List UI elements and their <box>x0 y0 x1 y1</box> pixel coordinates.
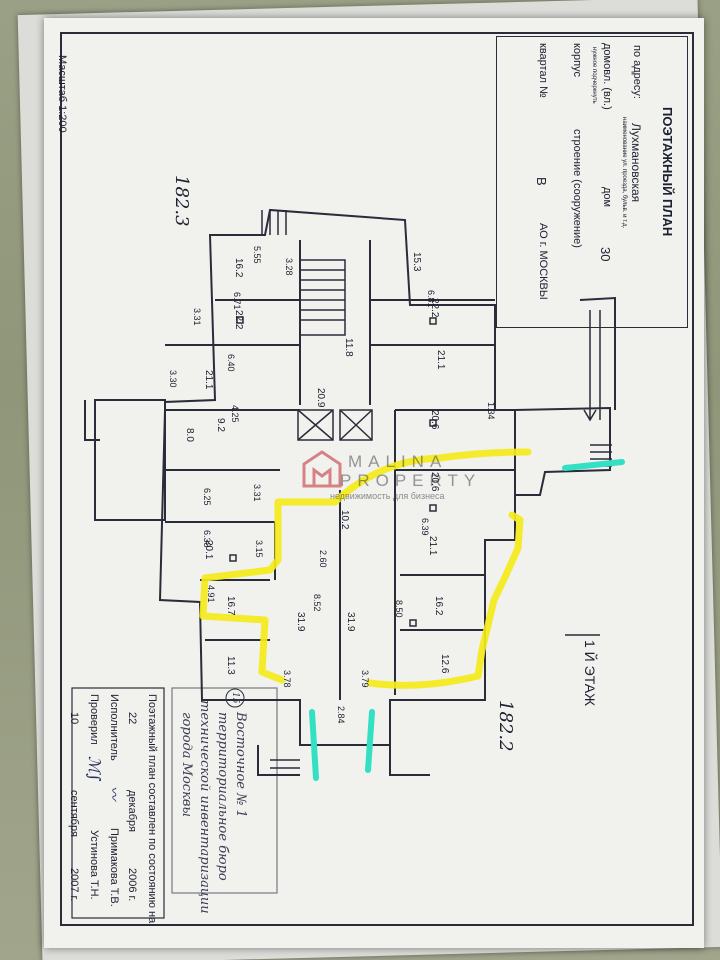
room-label: 9.2 <box>215 418 226 432</box>
check-name: Устинова Т.Н. <box>88 830 100 900</box>
dim-label: 3.28 <box>284 258 294 276</box>
room-label: 20.6 <box>429 410 440 430</box>
exec-name: Примакова Т.В. <box>108 828 120 907</box>
exec-label: Исполнитель <box>108 694 120 761</box>
stamp-line: территориальное бюро <box>215 712 230 881</box>
signoff-year1: 2006 г. <box>126 868 138 902</box>
exec-signature: 〰 <box>105 786 121 800</box>
entrance-marker-left <box>309 709 319 781</box>
signoff-day1: 22 <box>126 712 138 725</box>
room-label: 16.2 <box>433 596 444 616</box>
paper-sheet <box>44 18 704 948</box>
dim-label: 6.39 <box>420 518 430 536</box>
entrance-marker-mid <box>365 709 375 773</box>
room-label: 15.3 <box>411 252 422 272</box>
dim-label: 6.38 <box>202 530 212 548</box>
room-label: 21.1 <box>435 350 446 370</box>
room-label: 8.0 <box>184 428 195 442</box>
dim-label: 8.52 <box>312 594 322 612</box>
check-signature: ℳ∫ <box>85 756 104 782</box>
room-label: 21.1 <box>427 536 438 556</box>
check-label: Проверил <box>88 694 100 745</box>
dim-label: 5.55 <box>252 246 262 264</box>
page-border <box>60 32 694 926</box>
room-label: 21.1 <box>203 370 214 390</box>
floor-label: 1 Й ЭТАЖ <box>582 640 598 707</box>
dim-label: 8.50 <box>394 600 404 618</box>
dim-label: 3.31 <box>192 308 202 326</box>
room-label: 16.2 <box>233 258 244 278</box>
signoff-year2: 2007 г. <box>68 868 80 902</box>
watermark-tagline: недвижимость для бизнеса <box>330 491 445 501</box>
room-label: 10.2 <box>339 510 350 530</box>
watermark-logo <box>300 450 344 490</box>
signoff-title: Поэтажный план составлен по состоянию на <box>146 694 158 924</box>
entrance-marker-right <box>562 459 625 471</box>
dim-label: 6.40 <box>226 354 236 372</box>
title-block: ПОЭТАЖНЫЙ ПЛАН по адресу: Лухмановская н… <box>496 36 688 328</box>
dim-label: 3.15 <box>254 540 264 558</box>
dim-label: 3.79 <box>360 670 370 688</box>
room-label: 11.3 <box>225 656 236 675</box>
stamp-line: города Москвы <box>179 712 194 818</box>
dim-label: 6.25 <box>202 488 212 506</box>
handwritten-bottom: 182.2 <box>495 700 516 752</box>
dim-label: 2.84 <box>336 706 346 724</box>
stamp-line: Восточное № 1 <box>233 712 248 818</box>
room-label: 22.2 <box>233 310 244 330</box>
dim-label: 4.91 <box>206 585 216 603</box>
dim-label: 6.81 <box>426 290 436 308</box>
dim-label: 6.71 <box>232 292 242 310</box>
room-label: 16.7 <box>225 596 236 616</box>
signoff-day2: 10 <box>68 712 80 725</box>
signoff-month1: декабря <box>126 790 138 832</box>
room-label: 31.9 <box>345 612 356 632</box>
handwritten-top: 182.3 <box>171 175 192 227</box>
highlight-outline <box>199 448 532 689</box>
dim-label: 4.25 <box>230 405 240 423</box>
stamp-line: технической инвентаризации <box>197 700 212 914</box>
dim-label: 3.31 <box>252 484 262 502</box>
room-label: 20.6 <box>429 472 440 492</box>
dim-label: 2.60 <box>318 550 328 568</box>
stamp-number: 15 <box>230 692 240 704</box>
watermark-text-1: MALINA <box>348 452 448 471</box>
signoff-month2: сентября <box>68 790 80 837</box>
room-label: 11.8 <box>343 338 354 357</box>
dim-label: 3.78 <box>282 670 292 688</box>
room-label: 31.9 <box>295 612 306 632</box>
watermark-text-2: PROPERTY <box>340 471 482 490</box>
dim-label: 3.30 <box>168 370 178 388</box>
room-label: 12.6 <box>439 654 450 674</box>
dim-label: 1.34 <box>486 402 496 420</box>
room-label: 20.9 <box>315 388 326 408</box>
